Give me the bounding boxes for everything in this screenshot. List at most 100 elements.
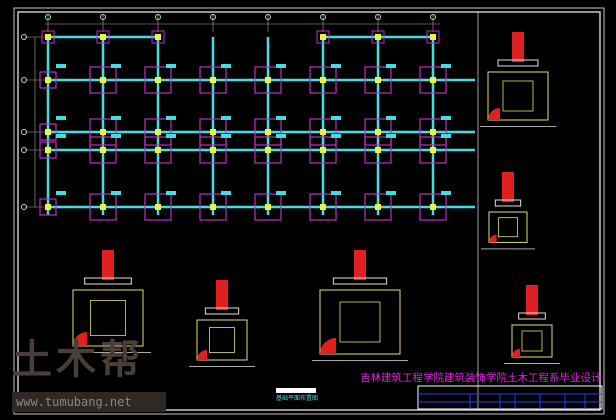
footing (364, 66, 392, 94)
footing (41, 30, 55, 44)
column-elevation (102, 250, 114, 280)
dimension-line (480, 126, 556, 127)
footing (39, 141, 57, 159)
footing (254, 136, 282, 164)
column (155, 204, 161, 210)
column (265, 129, 271, 135)
column (320, 34, 326, 40)
footing-tag (221, 116, 231, 120)
footing (419, 66, 447, 94)
axis-bubble (265, 14, 271, 20)
axis-bubble (375, 14, 381, 20)
dimension-line (481, 248, 535, 250)
column (430, 77, 436, 83)
footing-tag (56, 116, 66, 120)
column (45, 129, 51, 135)
footing (309, 193, 337, 221)
column-elevation (354, 250, 366, 280)
column (100, 147, 106, 153)
footing (309, 118, 337, 146)
footing (144, 118, 172, 146)
column (100, 129, 106, 135)
dimension-line (65, 352, 151, 353)
axis-bubble (21, 129, 27, 135)
column (320, 129, 326, 135)
inner-frame (17, 11, 601, 411)
column (45, 34, 51, 40)
column (375, 34, 381, 40)
axis-bubble (21, 204, 27, 210)
footing (419, 193, 447, 221)
column (155, 77, 161, 83)
column (430, 204, 436, 210)
footing (309, 66, 337, 94)
footing-tag (386, 64, 396, 68)
footing (199, 118, 227, 146)
column (45, 204, 51, 210)
footing (316, 30, 330, 44)
column (210, 77, 216, 83)
footing (199, 193, 227, 221)
rebar-hatch (197, 350, 207, 360)
footing-tag (56, 64, 66, 68)
footing (199, 66, 227, 94)
footing-tag (276, 64, 286, 68)
footing (199, 136, 227, 164)
footing-elevation (332, 277, 388, 285)
footing-tag (166, 191, 176, 195)
rebar-hatch (489, 234, 497, 243)
footing-tag (166, 134, 176, 138)
footing (254, 118, 282, 146)
footing-plan-detail-3-inner (339, 301, 381, 343)
axis-bubble (155, 14, 161, 20)
footing-tag (111, 64, 121, 68)
footing-plan-detail-5-inner (498, 217, 518, 238)
column (100, 34, 106, 40)
title-block (417, 385, 603, 410)
footing (39, 198, 57, 216)
watermark-logo: 土木帮 (12, 337, 144, 383)
dimension-line (189, 366, 255, 367)
column (375, 77, 381, 83)
footing-tag (221, 134, 231, 138)
column (265, 147, 271, 153)
footing-tag (111, 134, 121, 138)
dimension-line (312, 360, 408, 361)
footing-tag (56, 134, 66, 138)
footing-tag (331, 64, 341, 68)
footing-plan-detail-5 (488, 211, 528, 243)
column (430, 34, 436, 40)
footing (364, 136, 392, 164)
rebar-hatch (320, 338, 336, 354)
column (320, 204, 326, 210)
footing (96, 30, 110, 44)
axis-bubble (45, 14, 51, 20)
footing-tag (56, 191, 66, 195)
footing-tag (331, 134, 341, 138)
dimension-line (504, 363, 560, 364)
footing-tag (441, 191, 451, 195)
column (210, 129, 216, 135)
footing (89, 118, 117, 146)
footing-tag (276, 134, 286, 138)
footing (254, 66, 282, 94)
axis-bubble (21, 77, 27, 83)
footing-tag (166, 116, 176, 120)
outer-frame (13, 7, 605, 415)
rebar-hatch (488, 108, 500, 120)
column (100, 77, 106, 83)
footing-elevation (84, 277, 132, 285)
footing-tag (386, 134, 396, 138)
footing (144, 193, 172, 221)
footing (309, 136, 337, 164)
axis-bubble (100, 14, 106, 20)
footing-tag (441, 134, 451, 138)
column-elevation (216, 280, 228, 310)
footing-tag (386, 116, 396, 120)
footing-tag (276, 116, 286, 120)
footing-tag (111, 116, 121, 120)
footing-plan-detail-2 (196, 319, 248, 361)
footing-plan-detail-6-inner (521, 330, 543, 352)
column (375, 147, 381, 153)
